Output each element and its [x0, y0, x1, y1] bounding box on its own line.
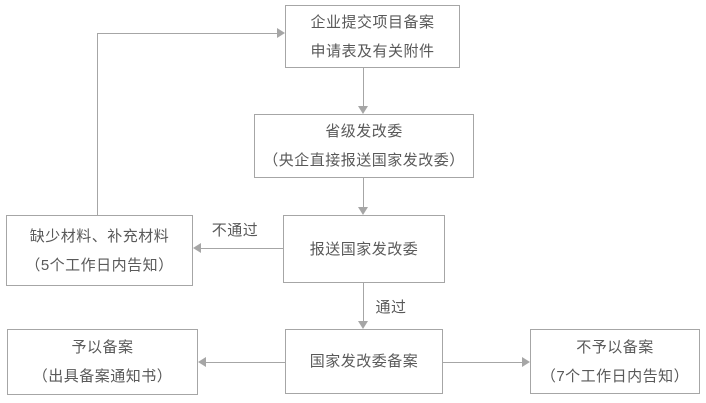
node-text-line: 予以备案: [71, 339, 134, 356]
edge-label-not-passed: 不通过: [211, 222, 259, 239]
connector-line: [363, 283, 364, 322]
edge-label-passed: 通过: [375, 299, 407, 316]
node-filing-granted: 予以备案 （出具备案通知书）: [7, 329, 198, 395]
node-text-line: 报送国家发改委: [309, 240, 419, 258]
arrow-down-icon: [358, 321, 368, 329]
connector-line: [443, 362, 523, 363]
node-missing-materials: 缺少材料、补充材料 （5个工作日内告知）: [6, 215, 193, 286]
connector-line: [205, 362, 285, 363]
arrow-left-icon: [193, 243, 201, 253]
node-text-line: （央企直接报送国家发改委）: [263, 152, 465, 169]
node-text-line: 国家发改委备案: [309, 353, 419, 370]
node-text-line: 不予以备案: [576, 338, 654, 356]
node-text-line: 缺少材料、补充材料: [29, 227, 170, 245]
node-provincial-ndrc: 省级发改委 （央企直接报送国家发改委）: [254, 114, 474, 178]
connector-line: [200, 248, 283, 249]
node-text-line: 企业提交项目备案: [310, 13, 435, 31]
connector-line: [97, 33, 278, 34]
node-filing-denied: 不予以备案 （7个工作日内告知）: [530, 329, 700, 394]
arrow-down-icon: [358, 106, 368, 114]
arrow-right-icon: [522, 357, 530, 367]
node-text-line: （7个工作日内告知）: [540, 367, 690, 385]
node-text-line: （5个工作日内告知）: [25, 256, 174, 274]
connector-line: [363, 178, 364, 208]
connector-line: [363, 68, 364, 107]
node-ndrc-filing: 国家发改委备案: [285, 329, 443, 394]
arrow-down-icon: [358, 207, 368, 215]
node-text-line: （出具备案通知书）: [32, 368, 173, 385]
arrow-right-icon: [277, 28, 285, 38]
node-report-national-ndrc: 报送国家发改委: [283, 215, 445, 283]
node-text-line: 省级发改委: [325, 123, 403, 140]
node-enterprise-submit: 企业提交项目备案 申请表及有关附件: [285, 5, 460, 68]
connector-line: [97, 33, 98, 215]
node-text-line: 申请表及有关附件: [310, 42, 435, 60]
arrow-left-icon: [198, 357, 206, 367]
